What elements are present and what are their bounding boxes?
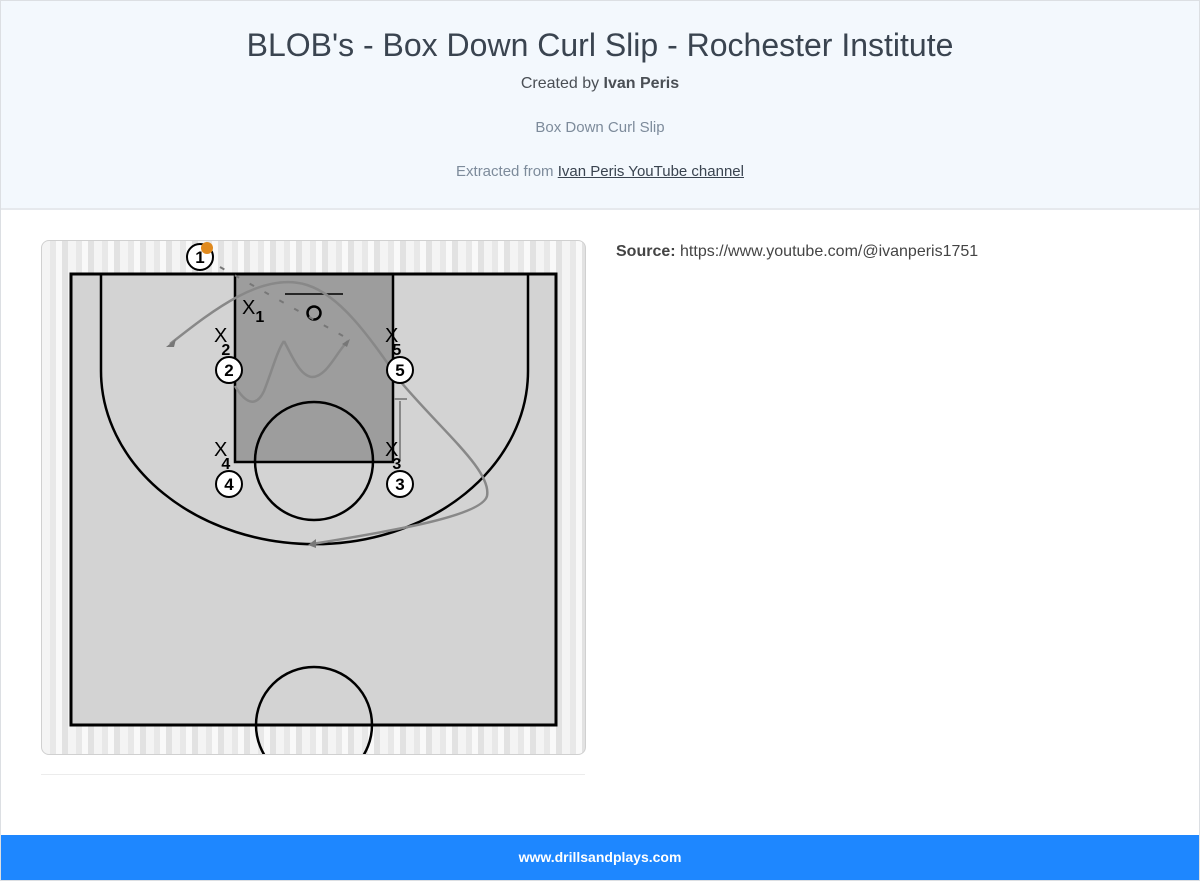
svg-text:1: 1 bbox=[195, 248, 204, 267]
offense-player-4: 4 bbox=[215, 470, 243, 498]
offense-player-3: 3 bbox=[386, 470, 414, 498]
extracted-prefix: Extracted from bbox=[456, 163, 554, 180]
svg-text:4: 4 bbox=[224, 475, 234, 494]
youtube-channel-link[interactable]: Ivan Peris YouTube channel bbox=[557, 163, 744, 180]
arrow-head-3 bbox=[308, 539, 316, 548]
created-by-prefix: Created by bbox=[520, 75, 600, 92]
paint-area bbox=[235, 274, 393, 462]
arrow-head-1 bbox=[166, 339, 176, 347]
author-name: Ivan Peris bbox=[603, 75, 680, 92]
rim bbox=[306, 305, 322, 321]
page-footer: www.drillsandplays.com bbox=[1, 835, 1199, 880]
offense-player-2: 2 bbox=[215, 356, 243, 384]
footer-site-link[interactable]: www.drillsandplays.com bbox=[518, 849, 682, 865]
source-url: https://www.youtube.com/@ivanperis1751 bbox=[680, 243, 979, 260]
svg-text:5: 5 bbox=[395, 361, 404, 380]
offense-player-1: 1 bbox=[186, 242, 214, 271]
content-divider bbox=[41, 774, 585, 775]
offense-player-5: 5 bbox=[386, 356, 414, 384]
created-by: Created by Ivan Peris bbox=[1, 75, 1199, 93]
page-header: BLOB's - Box Down Curl Slip - Rochester … bbox=[1, 1, 1199, 210]
svg-text:3: 3 bbox=[395, 475, 404, 494]
offense-players: 1 2 5 4 3 bbox=[186, 242, 414, 498]
source-label: Source: bbox=[616, 243, 676, 260]
arrow-head-2 bbox=[342, 339, 350, 347]
page-title: BLOB's - Box Down Curl Slip - Rochester … bbox=[246, 27, 954, 63]
play-subtitle: Box Down Curl Slip bbox=[535, 119, 665, 136]
center-circle bbox=[254, 665, 374, 754]
extracted-from: Extracted from Ivan Peris YouTube channe… bbox=[1, 163, 1199, 180]
svg-text:2: 2 bbox=[224, 361, 233, 380]
cut-path-2 bbox=[233, 340, 349, 403]
basketball-icon bbox=[201, 242, 213, 254]
source-info: Source: https://www.youtube.com/@ivanper… bbox=[616, 243, 978, 261]
defender-x1: X1 bbox=[242, 297, 264, 326]
free-throw-circle bbox=[253, 400, 375, 522]
